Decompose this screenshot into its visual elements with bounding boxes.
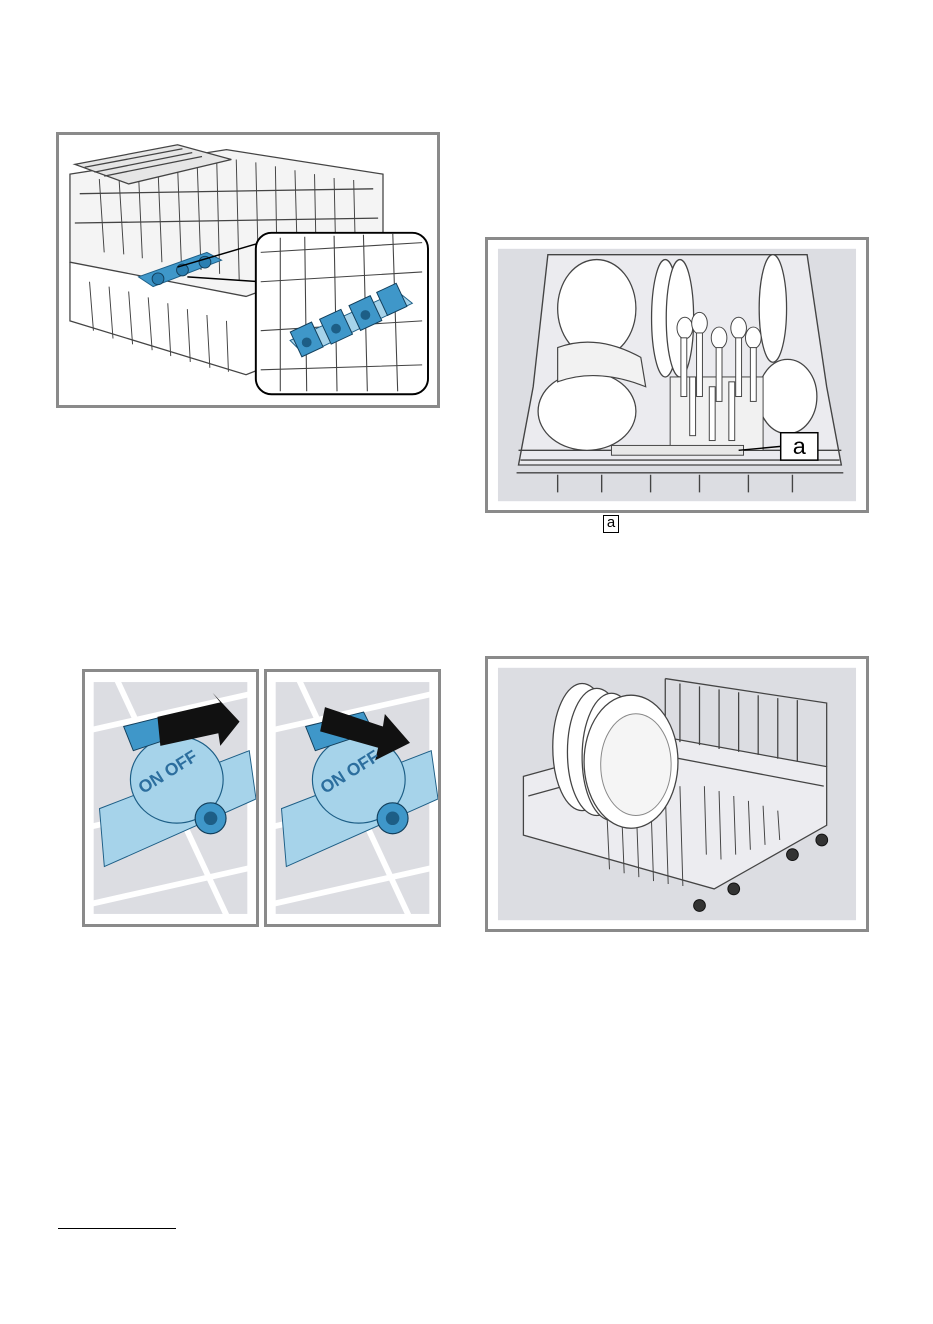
- valve-switch-off-illustration-icon: ON OFF: [267, 672, 438, 924]
- callout-label: a: [793, 433, 807, 459]
- caption-reference-box: a: [603, 515, 619, 533]
- figure-lower-basket-plates: [485, 656, 869, 932]
- lower-basket-with-plates-illustration-icon: [488, 659, 866, 929]
- figure-valve-off: ON OFF: [264, 669, 441, 927]
- figure-upper-basket-sprayers: [56, 132, 440, 408]
- valve-switch-on-illustration-icon: ON OFF: [85, 672, 256, 924]
- figure-valve-on: ON OFF: [82, 669, 259, 927]
- basket-with-plates-bowls-cutlery-illustration-icon: a: [488, 240, 866, 510]
- footnote-divider: [58, 1228, 176, 1229]
- upper-basket-with-blue-sprayer-rail-illustration-icon: [59, 135, 437, 405]
- figure-cutlery-loading: a: [485, 237, 869, 513]
